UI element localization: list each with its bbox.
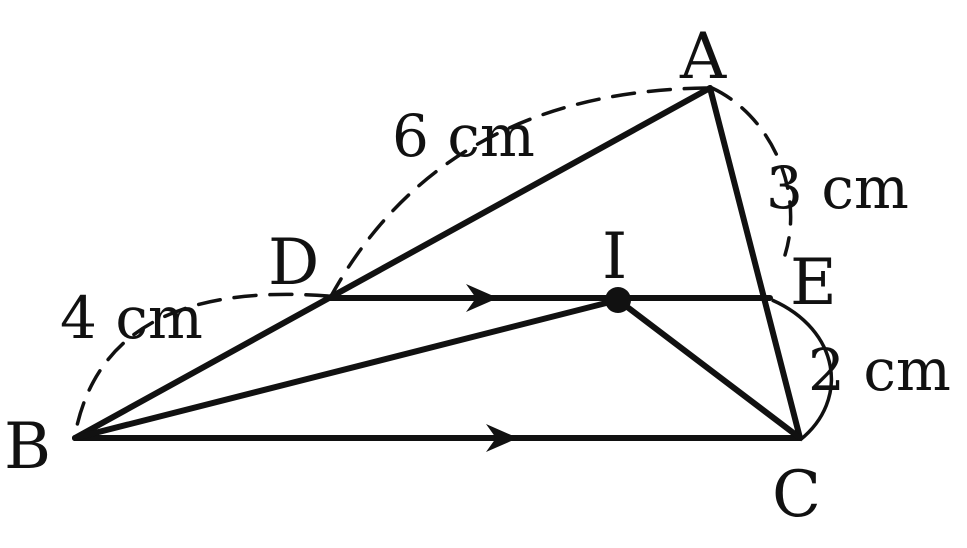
arrow-mark-bc [486, 424, 518, 452]
measure-ec: 2 cm [808, 336, 951, 404]
label-a: A [679, 20, 727, 94]
measure-db: 4 cm [60, 284, 203, 352]
label-d: D [268, 226, 319, 300]
segment-bi [72, 297, 621, 441]
measure-ae: 3 cm [766, 154, 909, 222]
label-e: E [790, 246, 837, 320]
parallel-marks [466, 284, 518, 452]
label-c: C [772, 458, 821, 532]
label-i: I [602, 220, 627, 294]
arc-ec-2cm [771, 298, 834, 442]
segments [72, 85, 803, 441]
measure-labels: 6 cm 3 cm 4 cm 2 cm [60, 102, 951, 404]
arc-db-4cm [73, 292, 330, 437]
arc-ad-6cm [328, 86, 710, 300]
label-b: B [4, 410, 51, 484]
point-labels: A B C D E I [4, 20, 837, 532]
segment-ab [72, 85, 713, 441]
measure-arcs [73, 86, 834, 442]
segment-ac [707, 85, 803, 441]
arc-ae-3cm [710, 86, 793, 257]
measure-ad: 6 cm [392, 102, 535, 170]
arrow-mark-de [466, 284, 498, 312]
segment-ic [615, 297, 803, 441]
point-i-dot [605, 287, 631, 313]
